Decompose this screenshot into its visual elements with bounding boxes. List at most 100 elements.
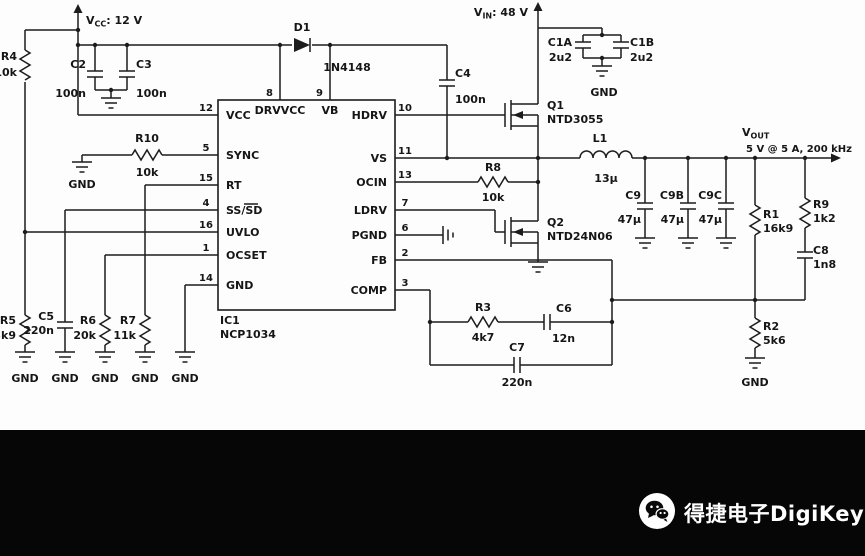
resistor-r3: R3 4k7 bbox=[467, 301, 499, 344]
capacitor-c8: C8 1n8 bbox=[796, 244, 836, 271]
capacitor-c4: C4 100n bbox=[438, 67, 486, 106]
pin-num-drvvcc: 8 bbox=[266, 88, 273, 99]
pin-name-ocset: OCSET bbox=[226, 249, 267, 262]
diode-d1: D1 1N4148 bbox=[294, 21, 371, 74]
resistor-r2: R2 5k6 bbox=[749, 317, 786, 349]
resistor-r6: R6 20k bbox=[73, 314, 111, 346]
c1b-ref-label: C1B bbox=[630, 36, 654, 49]
r2-ref-label: R2 bbox=[763, 320, 779, 333]
wechat-logo-icon bbox=[639, 493, 675, 529]
c3-value-label: 100n bbox=[136, 87, 167, 100]
capacitor-c9: C9 47μ bbox=[618, 189, 654, 226]
gnd-label: GND bbox=[131, 372, 158, 385]
c9c-value-label: 47μ bbox=[699, 213, 722, 226]
c1b-value-label: 2u2 bbox=[630, 51, 653, 64]
capacitor-c7: C7 220n bbox=[502, 341, 533, 389]
vout-rail: VOUT 5 V @ 5 A, 200 kHz bbox=[742, 126, 852, 163]
r1-value-label: 16k9 bbox=[763, 222, 793, 235]
c1a-value-label: 2u2 bbox=[549, 51, 572, 64]
pin-num-uvlo: 16 bbox=[199, 220, 213, 231]
r5-value-label: 3k9 bbox=[0, 329, 16, 342]
wires-vin-q1 bbox=[395, 10, 622, 158]
c1a-ref-label: C1A bbox=[548, 36, 573, 49]
r9-ref-label: R9 bbox=[813, 198, 829, 211]
pin-name-hdrv: HDRV bbox=[352, 109, 388, 122]
ground-symbol bbox=[134, 351, 156, 363]
gnd-label: GND bbox=[171, 372, 198, 385]
pin-num-ocset: 1 bbox=[203, 243, 210, 254]
wires-left-pins bbox=[24, 154, 218, 352]
vcc-arrow-icon bbox=[73, 4, 83, 13]
c6-value-label: 12n bbox=[552, 332, 575, 345]
l1-ref-label: L1 bbox=[593, 132, 608, 145]
r1-ref-label: R1 bbox=[763, 208, 779, 221]
c7-value-label: 220n bbox=[502, 376, 533, 389]
c9-ref-label: C9 bbox=[625, 189, 641, 202]
ground-symbol bbox=[71, 161, 93, 173]
vcc-rail: VCC: 12 V bbox=[73, 4, 143, 29]
capacitor-c1a: C1A 2u2 bbox=[548, 36, 592, 64]
ic-ncp1034: IC1 NCP1034 12 5 15 4 16 1 14 8 9 10 11 … bbox=[199, 88, 412, 341]
wechat-bubbles-icon bbox=[645, 500, 670, 522]
r4-ref-label: R4 bbox=[1, 50, 17, 63]
capacitor-c1b: C1B 2u2 bbox=[612, 36, 654, 64]
resistor-r9: R9 1k2 bbox=[799, 197, 836, 229]
pin-num-gnd: 14 bbox=[199, 273, 213, 284]
gnd-label: GND bbox=[91, 372, 118, 385]
r6-ref-label: R6 bbox=[80, 314, 96, 327]
vin-rail: VIN: 48 V bbox=[474, 2, 543, 21]
ground-symbol-right bbox=[442, 225, 454, 245]
vout-label: VOUT bbox=[742, 126, 770, 141]
pin-num-ldrv: 7 bbox=[402, 198, 409, 209]
pin-name-sync: SYNC bbox=[226, 149, 259, 162]
c9b-value-label: 47μ bbox=[661, 213, 684, 226]
pin-name-fb: FB bbox=[371, 254, 387, 267]
capacitor-c3: C3 100n bbox=[118, 58, 167, 100]
ground-symbol bbox=[100, 97, 122, 109]
q1-ref-label: Q1 bbox=[547, 99, 564, 112]
pin-name-ocin: OCIN bbox=[356, 176, 387, 189]
c3-ref-label: C3 bbox=[136, 58, 152, 71]
vcc-rail-label: VCC: 12 V bbox=[86, 14, 143, 29]
pin-name-vb: VB bbox=[322, 104, 339, 117]
wires-right-mid bbox=[395, 158, 613, 366]
resistor-r8: R8 10k bbox=[477, 161, 509, 204]
c8-ref-label: C8 bbox=[813, 244, 829, 257]
pin-name-rt: RT bbox=[226, 179, 242, 192]
r2-value-label: 5k6 bbox=[763, 334, 786, 347]
gnd-label: GND bbox=[590, 86, 617, 99]
q1-body-arrow bbox=[513, 111, 523, 119]
ground-symbol bbox=[174, 351, 196, 363]
r3-value-label: 4k7 bbox=[472, 331, 495, 344]
pin-name-sssd: SS/SD bbox=[226, 204, 262, 217]
pin-name-vcc: VCC bbox=[226, 109, 251, 122]
pin-name-pgnd: PGND bbox=[352, 229, 387, 242]
pin-num-vb: 9 bbox=[316, 88, 323, 99]
ic-part-label: NCP1034 bbox=[220, 328, 276, 341]
capacitor-c2: C2 100n bbox=[55, 58, 104, 100]
r7-value-label: 11k bbox=[113, 329, 136, 342]
c8-value-label: 1n8 bbox=[813, 258, 836, 271]
ic-body bbox=[217, 99, 396, 311]
d1-ref-label: D1 bbox=[294, 21, 311, 34]
l1-coil bbox=[579, 150, 633, 159]
ground-symbol bbox=[94, 351, 116, 363]
mosfet-q1: Q1 NTD3055 bbox=[504, 99, 603, 130]
c5-value-label: 220n bbox=[23, 324, 54, 337]
ground-symbol bbox=[527, 261, 549, 273]
q2-gate-channel bbox=[504, 217, 512, 247]
c9b-ref-label: C9B bbox=[660, 189, 684, 202]
wires-switch-output bbox=[395, 157, 832, 358]
pin-num-comp: 3 bbox=[402, 278, 409, 289]
ic-ref-label: IC1 bbox=[220, 314, 240, 327]
resistor-r7: R7 11k bbox=[113, 314, 151, 346]
ground-symbol bbox=[54, 351, 76, 363]
pin-name-vs: VS bbox=[371, 152, 388, 165]
q1-gate-channel bbox=[504, 100, 512, 130]
q2-part-label: NTD24N06 bbox=[547, 230, 613, 243]
inductor-l1: L1 13μ bbox=[579, 132, 633, 185]
pin-num-vcc: 12 bbox=[199, 103, 213, 114]
pin-name-gnd: GND bbox=[226, 279, 253, 292]
resistor-r5: R5 3k9 bbox=[0, 314, 31, 346]
